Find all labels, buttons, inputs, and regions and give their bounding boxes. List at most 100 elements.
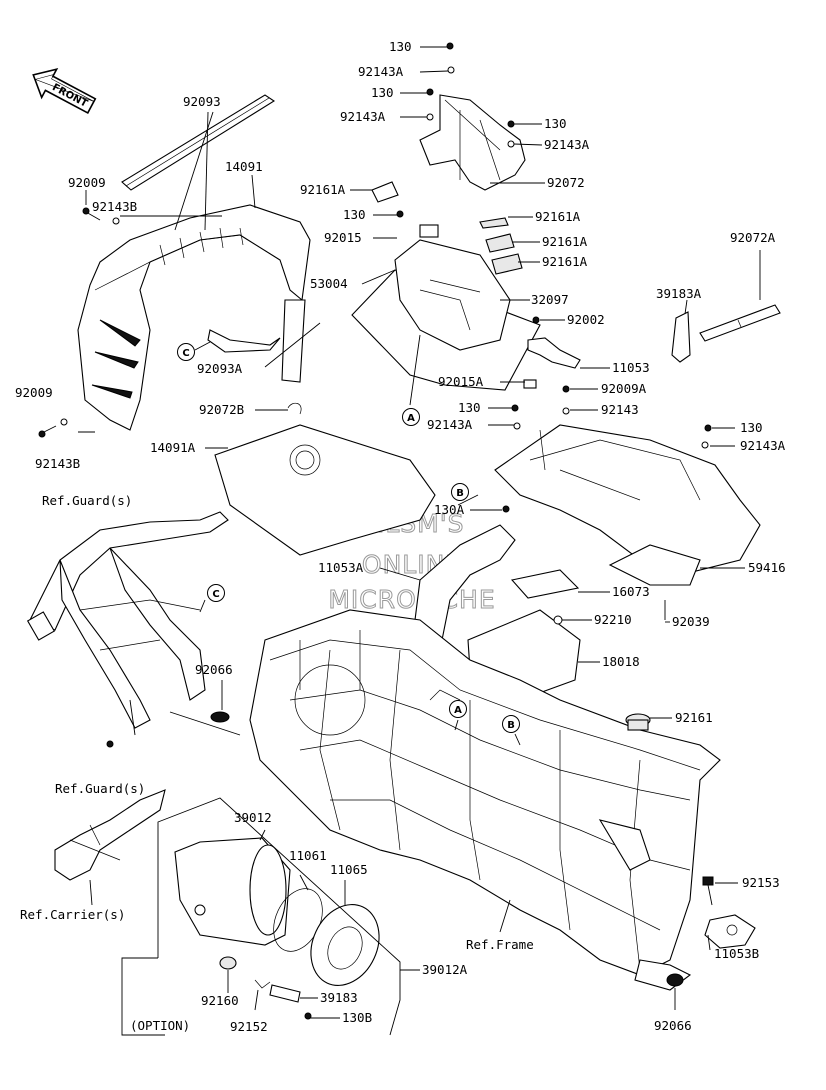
callout-a-2: A [449,700,467,718]
label-11053A: 11053A [318,560,364,575]
label-18018: 18018 [602,654,640,669]
label-32097: 32097 [531,292,569,307]
label-92009A: 92009A [601,381,647,396]
part-59416-tray [494,404,761,586]
svg-text:B: B [456,488,464,499]
part-11065-cover [310,904,380,986]
label-92161A: 92161A [542,234,588,249]
part-ref-carrier [54,789,166,881]
label-130: 130 [371,85,394,100]
label-92072: 92072 [547,175,585,190]
label-130: 130 [458,400,481,415]
part-39012-filter [174,837,291,946]
label-92002: 92002 [567,312,605,327]
callout-c-2: C [207,584,225,602]
label-16073: 16073 [612,584,650,599]
label-92072B: 92072B [199,402,244,417]
svg-text:C: C [182,348,189,359]
label-92143A: 92143A [427,417,473,432]
label-92093A: 92093A [197,361,243,376]
label-92009: 92009 [68,175,106,190]
part-11053B-bracket [704,914,756,949]
part-11053-bracket [523,316,581,393]
part-14091-cover [77,204,311,431]
label-92143: 92143 [601,402,639,417]
label-92143A: 92143A [544,137,590,152]
part-92072-bracket [419,42,526,191]
label-130: 130 [343,207,366,222]
callout-a-1: A [402,408,420,426]
label-92143B: 92143B [35,456,80,471]
watermark: HLSM'S ONLINE MICROFICHE [328,509,495,615]
svg-text:C: C [212,589,219,600]
svg-text:A: A [407,413,415,424]
label-59416: 59416 [748,560,786,575]
part-92152-clip [254,979,271,989]
label-ref-guard: Ref.Guard(s) [55,781,145,796]
label-39012: 39012 [234,810,272,825]
label-11065: 11065 [330,862,368,877]
label-ref-guard: Ref.Guard(s) [42,493,132,508]
callout-c-1: C [177,343,195,361]
label-14091A: 14091A [150,440,196,455]
part-92210-nut [553,615,563,625]
svg-text:A: A [454,705,462,716]
option-box [121,797,401,1036]
label-11053: 11053 [612,360,650,375]
label-53004: 53004 [310,276,348,291]
part-39183A-clip [671,311,691,363]
leader-lines [78,46,761,1019]
label-130: 130 [740,420,763,435]
part-39183-clamp [269,984,312,1020]
label-130: 130 [389,39,412,54]
label-92161: 92161 [675,710,713,725]
label-92039: 92039 [672,614,710,629]
part-53004-sheet [351,210,541,391]
label-130: 130 [544,116,567,131]
label-92143A: 92143A [358,64,404,79]
part-92009-screw-bottom [38,418,68,438]
label-130B: 130B [342,1010,372,1025]
label-92153: 92153 [742,875,780,890]
label-92143A: 92143A [340,109,386,124]
part-92009-screw-top [82,207,120,225]
part-14091A-mat [214,424,436,556]
label-92072A: 92072A [730,230,776,245]
watermark-line-3: MICROFICHE [328,585,495,614]
label-92152: 92152 [230,1019,268,1034]
part-92072B-clip [287,402,302,415]
callout-b-1: B [451,483,469,501]
label-92015A: 92015A [438,374,484,389]
label-11053B: 11053B [714,946,759,961]
label-92009: 92009 [15,385,53,400]
label-92161A: 92161A [535,209,581,224]
label-92160: 92160 [201,993,239,1008]
label-39183: 39183 [320,990,358,1005]
label-92143A: 92143A [740,438,786,453]
callout-b-2: B [502,715,520,733]
label-ref-frame: Ref.Frame [466,937,534,952]
label-92015: 92015 [324,230,362,245]
label-92161A: 92161A [542,254,588,269]
part-92072A-strip [699,304,781,342]
label-option: (OPTION) [130,1018,190,1033]
front-arrow-icon: FRONT [32,67,97,114]
part-92066-rubber-top [210,711,230,723]
label-ref-carrier: Ref.Carrier(s) [20,907,125,922]
part-92066-rubber-bottom [666,973,684,987]
label-92143B: 92143B [92,199,137,214]
part-ref-guard [26,511,229,748]
label-92066: 92066 [654,1018,692,1033]
part-92161A-pads [371,181,523,275]
label-39012A: 39012A [422,962,468,977]
part-92161-rubber [625,713,651,731]
part-16073-plate [510,569,580,599]
label-92210: 92210 [594,612,632,627]
part-92093-strip [121,94,276,191]
label-130A: 130A [434,502,465,517]
label-39183A: 39183A [656,286,702,301]
part-92160-nut [219,956,237,970]
label-14091: 14091 [225,159,263,174]
svg-text:B: B [507,720,515,731]
